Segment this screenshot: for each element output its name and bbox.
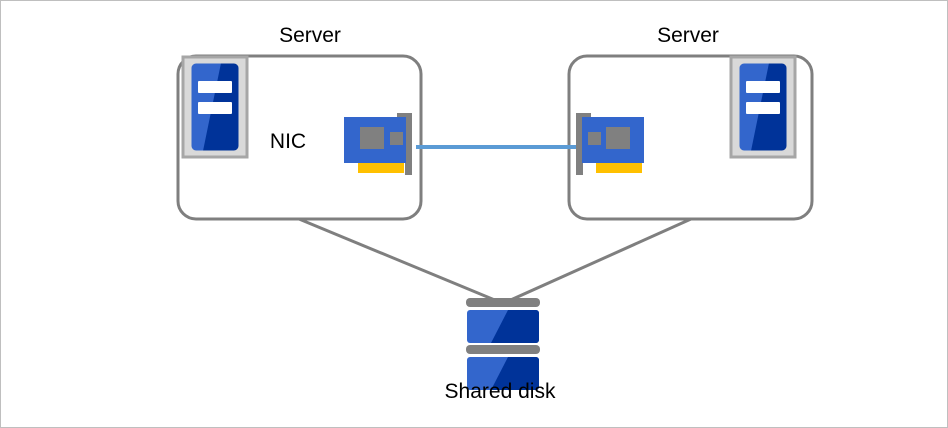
link-server-left-to-disk (298, 217, 503, 305)
server-icon-right (729, 55, 797, 159)
nic-card-right[interactable] (576, 113, 644, 175)
nic-chip-small-right (588, 132, 601, 145)
nic-chip-large-right (606, 127, 630, 149)
shared-disk-label: Shared disk (444, 380, 556, 403)
nic-label: NIC (269, 130, 307, 153)
server-icon-left (181, 55, 249, 159)
nic-chip-large-left (360, 127, 384, 149)
server-left-label: Server (279, 24, 341, 47)
disk-band-middle (466, 345, 540, 354)
link-server-right-to-disk (503, 217, 692, 305)
shared-disk-icon[interactable] (466, 298, 540, 390)
disk-band-top (466, 298, 540, 307)
nic-chip-small-left (390, 132, 403, 145)
nic-card-left[interactable] (344, 113, 412, 175)
server-right-label: Server (657, 24, 719, 47)
